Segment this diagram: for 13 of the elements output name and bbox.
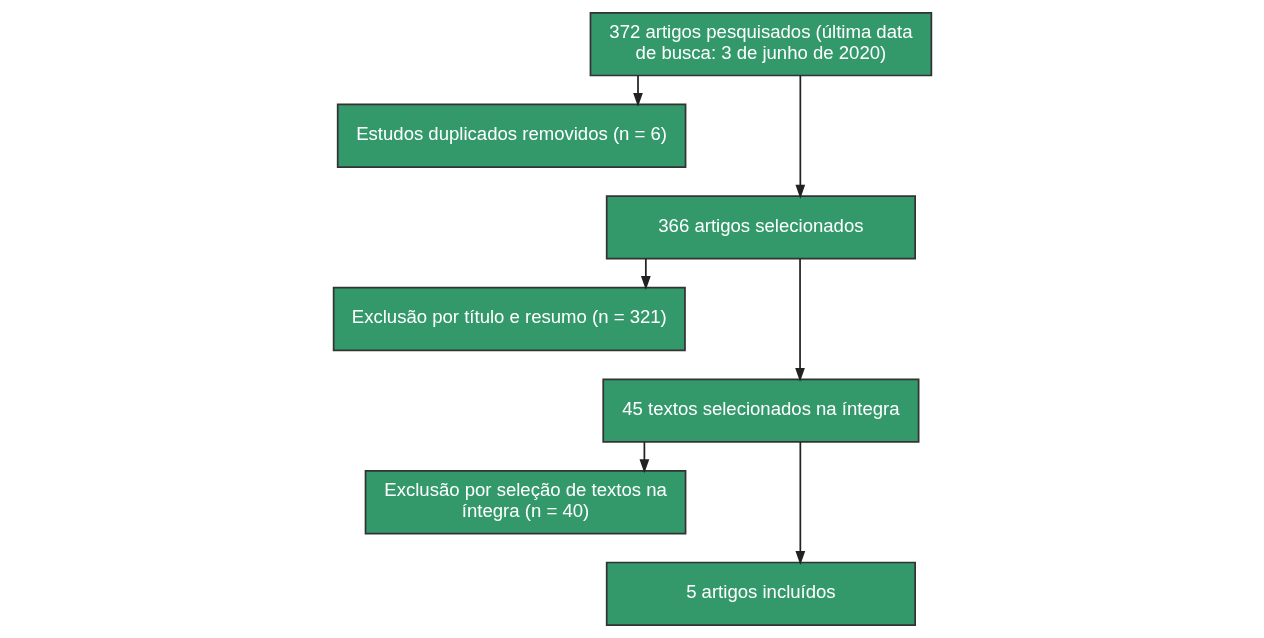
arrow — [794, 441, 805, 566]
arrow — [639, 441, 649, 474]
node-box: 5 artigos incluídos — [605, 561, 916, 626]
node-box: 366 artigos selecionados — [605, 195, 916, 260]
arrow — [640, 258, 651, 291]
node-box: 372 artigos pesquisados (última data de busca: 3 de junho de 2020) — [589, 12, 932, 77]
node-box: 45 textos selecionados na íntegra — [601, 378, 919, 443]
node-box: Estudos duplicados removidos (n = 6) — [336, 103, 686, 168]
arrow — [794, 74, 805, 199]
arrow — [632, 74, 643, 107]
arrow — [794, 258, 805, 382]
node-box: Exclusão por título e resumo (n = 321) — [332, 286, 686, 352]
node-box: Exclusão por seleção de textos na íntegra (n = 40) — [364, 470, 686, 535]
